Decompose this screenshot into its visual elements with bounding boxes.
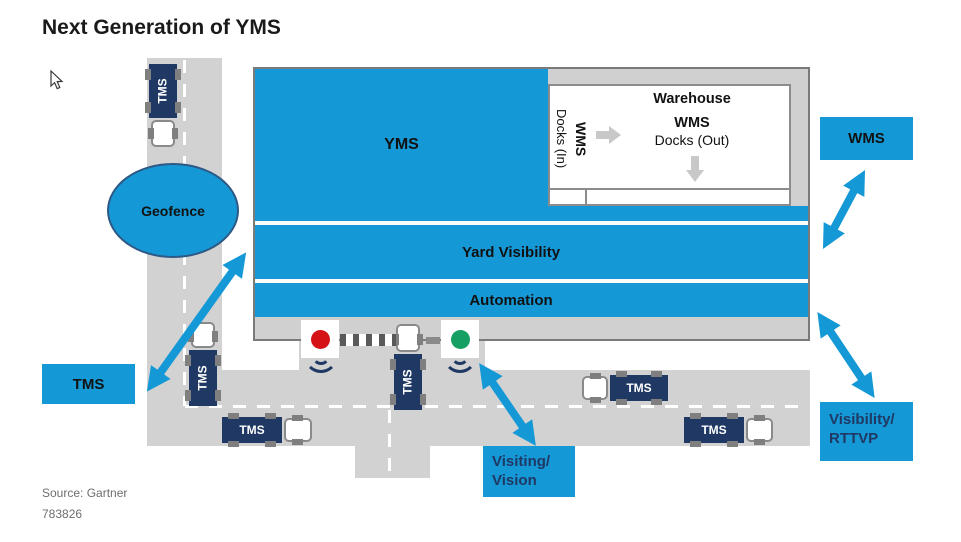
automation-label: Automation xyxy=(469,291,553,309)
flow-arrow-down-icon xyxy=(691,156,699,170)
truck-label: TMS xyxy=(196,365,210,391)
wms-docks-out-label: Docks (Out) xyxy=(654,132,730,148)
visiting-vision-label: Vision xyxy=(492,472,537,489)
dock-doors-line xyxy=(550,188,789,190)
yard-visibility-bar xyxy=(255,225,808,279)
truck-icon: TMS xyxy=(390,322,426,412)
lane-divider-dashed xyxy=(185,405,805,408)
truck-icon: TMS xyxy=(185,320,221,414)
mouse-cursor-icon xyxy=(50,70,64,90)
geofence-node: Geofence xyxy=(107,163,239,258)
yard-visibility-label: Yard Visibility xyxy=(461,243,561,261)
signal-waves-icon xyxy=(443,339,477,373)
visibility-rttvp-label: RTTVP xyxy=(829,430,879,447)
warehouse-box xyxy=(548,84,791,206)
signal-waves-icon xyxy=(304,339,338,373)
yms-strip-under-warehouse xyxy=(548,206,808,221)
wms-docks-in-vertical-label: WMS Docks (In) xyxy=(554,109,589,169)
truck-icon: TMS xyxy=(222,413,314,447)
wms-label: WMS xyxy=(848,130,885,147)
page-title: Next Generation of YMS xyxy=(42,16,281,39)
gate-barrier xyxy=(340,334,396,346)
driveway-extension xyxy=(355,446,430,478)
connector-arrow-wms-yard xyxy=(822,170,866,249)
truck-label: TMS xyxy=(626,381,652,395)
truck-label: TMS xyxy=(239,423,265,437)
visibility-rttvp-label: Visibility/ xyxy=(829,411,895,428)
divider xyxy=(255,221,808,225)
truck-label: TMS xyxy=(156,78,170,104)
dock-doors-divider xyxy=(585,189,587,204)
flow-arrow-right-icon xyxy=(609,126,621,144)
visiting-vision-label: Visiting/ xyxy=(492,453,551,470)
truck-icon: TMS xyxy=(582,371,670,405)
visiting-vision-node: Visiting/ Vision xyxy=(483,446,575,497)
truck-label: TMS xyxy=(701,423,727,437)
warehouse-title: Warehouse xyxy=(653,91,731,107)
truck-icon: TMS xyxy=(684,413,774,447)
wms-node: WMS xyxy=(820,117,913,160)
lane-divider-dashed xyxy=(388,410,391,478)
source-note: Source: Gartner xyxy=(42,486,128,500)
flow-arrow-down-icon xyxy=(686,170,704,182)
automation-bar xyxy=(255,283,808,317)
visibility-rttvp-node: Visibility/ RTTVP xyxy=(820,402,913,461)
connector-arrow-yard-rttvp xyxy=(817,312,875,398)
yms-region: YMS xyxy=(255,69,548,221)
flow-arrow-right-icon xyxy=(596,131,609,139)
truck-label: TMS xyxy=(401,369,415,395)
geofence-label: Geofence xyxy=(141,202,205,219)
warehouse-text-block: Warehouse WMS Docks (Out) xyxy=(594,90,790,148)
divider xyxy=(255,279,808,283)
gate-bar xyxy=(426,337,440,344)
tms-node: TMS xyxy=(42,364,135,404)
tms-label: TMS xyxy=(72,375,105,393)
yms-label: YMS xyxy=(384,136,419,153)
doc-number: 783826 xyxy=(42,507,83,521)
wms-docks-out-label: WMS xyxy=(674,115,710,131)
truck-icon: TMS xyxy=(145,62,181,150)
